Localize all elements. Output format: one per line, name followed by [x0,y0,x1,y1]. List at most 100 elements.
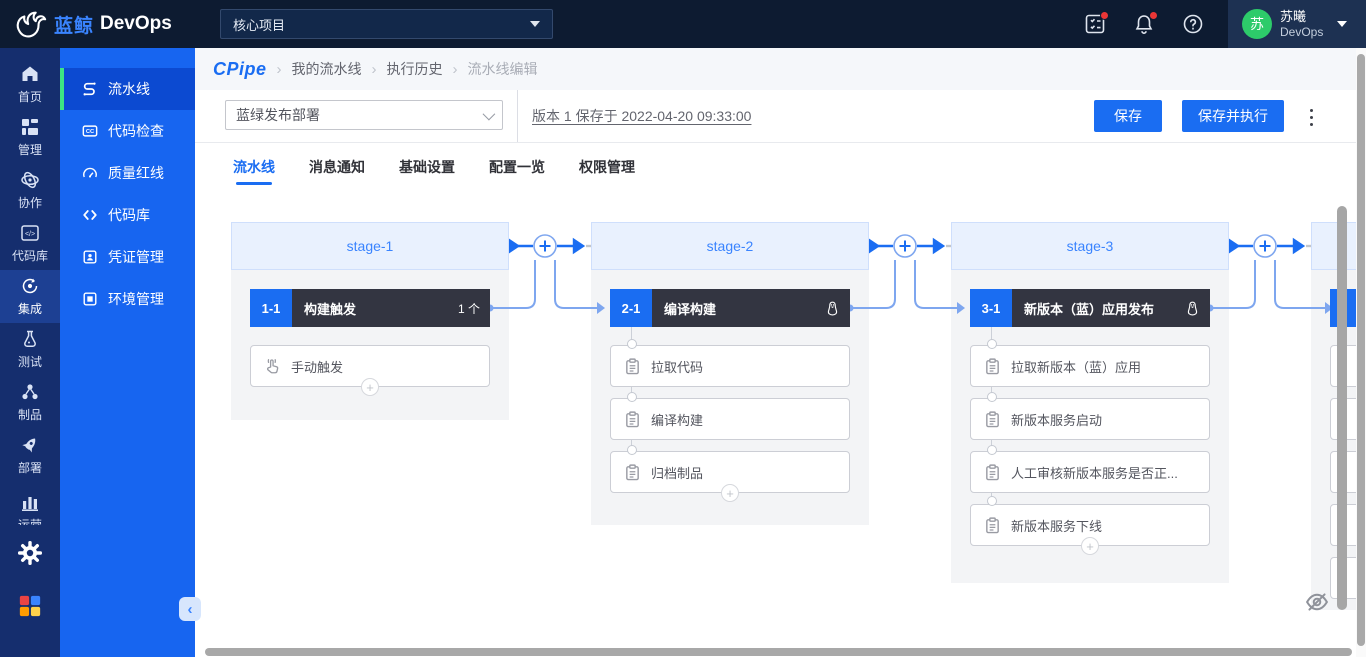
nav-item-code-check[interactable]: CC 代码检查 [60,110,195,152]
sidebar-item-label: 首页 [17,90,42,104]
nav-item-credentials[interactable]: 凭证管理 [60,236,195,278]
todo-list-button[interactable] [1083,11,1109,36]
user-org: DevOps [1280,24,1324,39]
job-header-3-1[interactable]: 3-1 新版本（蓝）应用发布 [970,289,1210,327]
more-menu-button[interactable] [1302,105,1320,129]
add-task-button[interactable]: + [721,484,739,502]
job-seq-badge: 1-1 [250,289,292,327]
nav-item-quality-gate[interactable]: 质量红线 [60,152,195,194]
breadcrumb: CPipe › 我的流水线 › 执行历史 › 流水线编辑 [195,48,1366,90]
linux-os-icon [1185,301,1210,316]
task-label: 归档制品 [651,465,704,481]
version-info: 版本 1 保存于 2022-04-20 09:33:00 [517,90,751,142]
nav-item-label: 流水线 [108,81,150,97]
primary-nav-items: 首页 管理 协作 </> 代码库 [0,48,60,535]
user-menu[interactable]: 苏 苏曦 DevOps [1228,0,1366,48]
nav-item-pipeline[interactable]: 流水线 [60,68,195,110]
flask-icon [24,330,36,347]
sidebar-item-label: 测试 [17,355,42,369]
project-select[interactable]: 核心项目 [220,9,553,39]
task-pull-code[interactable]: 拉取代码 [610,345,850,387]
sidebar-item-label: 制品 [17,408,42,422]
apps-launcher-button[interactable] [18,594,42,623]
tab-bar: 流水线 消息通知 基础设置 配置一览 权限管理 [195,143,1366,191]
sidebar-item-collaboration[interactable]: 协作 [0,164,60,217]
job-title: 新版本（蓝）应用发布 [1024,301,1155,317]
tab-config-overview[interactable]: 配置一览 [489,159,545,175]
add-task-button[interactable]: + [361,378,379,396]
tab-notification[interactable]: 消息通知 [309,159,365,175]
clipboard-icon [986,463,999,480]
tab-pipeline[interactable]: 流水线 [233,143,275,191]
tab-basic-settings[interactable]: 基础设置 [399,159,455,175]
notifications-button[interactable] [1132,11,1158,36]
breadcrumb-exec-history[interactable]: 执行历史 [386,61,443,77]
eye-off-icon [1305,593,1329,611]
cpipe-logo[interactable]: CPipe [213,58,267,79]
sidebar-collapse-button[interactable]: ‹ [179,597,201,621]
sidebar-item-home[interactable]: 首页 [0,58,60,111]
task-compile-build[interactable]: 编译构建 [610,398,850,440]
tab-permission[interactable]: 权限管理 [579,159,635,175]
nav-item-label: 环境管理 [108,291,164,307]
job-header-1-1[interactable]: 1-1 构建触发 1 个 [250,289,490,327]
clipboard-icon [626,357,639,374]
task-label: 拉取代码 [651,359,704,375]
caret-down-icon [1337,21,1348,27]
toggle-preview-button[interactable] [1303,588,1331,616]
stage-header-1[interactable]: stage-1 [231,222,509,270]
save-button[interactable]: 保存 [1094,100,1162,132]
clipboard-icon [626,463,639,480]
help-icon [1183,14,1203,34]
task-label: 人工审核新版本服务是否正... [1011,465,1178,481]
canvas-vertical-scrollbar[interactable] [1337,206,1347,610]
task-connector-dot [987,339,997,349]
sidebar-item-artifact[interactable]: 制品 [0,376,60,429]
blueking-whale-icon [16,11,47,38]
sidebar-item-test[interactable]: 测试 [0,323,60,376]
pipeline-name-select[interactable]: 蓝绿发布部署 [225,100,503,130]
help-button[interactable] [1181,12,1205,36]
brand-logo[interactable]: 蓝鲸 DevOps [14,0,172,48]
sidebar-item-manage[interactable]: 管理 [0,111,60,164]
task-label: 手动触发 [291,359,344,375]
project-select-value: 核心项目 [233,17,286,33]
stage-header-2[interactable]: stage-2 [591,222,869,270]
sidebar-item-code-repo[interactable]: </> 代码库 [0,217,60,270]
nav-item-environment[interactable]: 环境管理 [60,278,195,320]
pipeline-connectors [486,234,1333,314]
artifact-nodes-icon [22,384,38,400]
pipeline-name-value: 蓝绿发布部署 [236,107,320,123]
add-task-button[interactable]: + [1081,537,1099,555]
window-vertical-scroll-thumb[interactable] [1357,54,1365,646]
window-horizontal-scroll-thumb[interactable] [205,648,1352,656]
task-label: 编译构建 [651,412,704,428]
code-check-icon: CC [82,125,98,137]
task-manual-review[interactable]: 人工审核新版本服务是否正... [970,451,1210,493]
pipeline-icon [83,82,96,96]
bar-chart-icon [22,497,38,511]
hand-click-icon [266,358,279,373]
clipboard-icon [626,410,639,427]
version-link[interactable]: 版本 1 保存于 2022-04-20 09:33:00 [532,108,752,124]
save-and-run-button[interactable]: 保存并执行 [1182,100,1284,132]
credential-badge-icon [83,250,97,264]
sidebar-item-operations[interactable]: 运营 [0,482,60,535]
sidebar-item-deploy[interactable]: 部署 [0,429,60,482]
chevron-down-icon [482,107,496,120]
nav-item-repository[interactable]: 代码库 [60,194,195,236]
breadcrumb-my-pipelines[interactable]: 我的流水线 [291,61,362,77]
task-pull-blue-app[interactable]: 拉取新版本（蓝）应用 [970,345,1210,387]
atom-icon [21,171,39,189]
main-content: CPipe › 我的流水线 › 执行历史 › 流水线编辑 蓝绿发布部署 版本 1… [195,48,1366,657]
job-header-2-1[interactable]: 2-1 编译构建 [610,289,850,327]
task-start-service[interactable]: 新版本服务启动 [970,398,1210,440]
dashboard-grid-icon [22,119,38,135]
clipboard-icon [986,516,999,533]
pipeline-toolbar: 蓝绿发布部署 版本 1 保存于 2022-04-20 09:33:00 保存 保… [195,90,1366,143]
task-connector-dot [987,392,997,402]
settings-button[interactable] [16,539,44,572]
sidebar-item-integration[interactable]: 集成 [0,270,60,323]
task-connector-dot [627,445,637,455]
stage-header-3[interactable]: stage-3 [951,222,1229,270]
